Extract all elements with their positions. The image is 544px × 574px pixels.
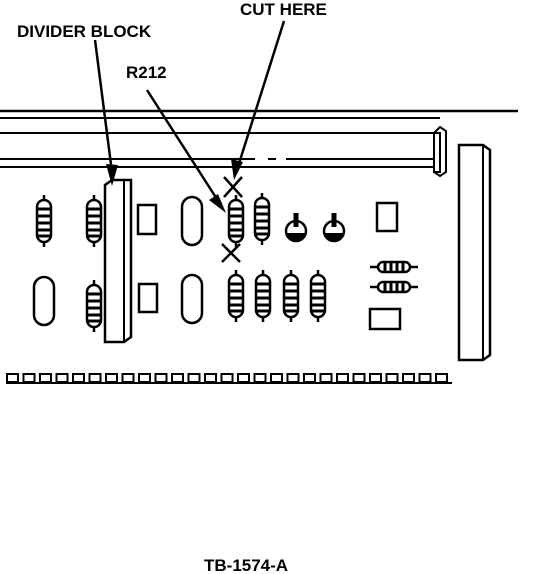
connector-pin [402,373,415,383]
chassis-rails [0,109,518,178]
resistor-horizontal-1 [368,259,420,275]
resistor-bottom-5 [308,268,328,324]
potentiometer-2 [322,211,346,244]
chip-right-bottom [368,307,402,331]
cut-marks [221,176,243,263]
connector-pin [336,373,349,383]
label-divider-block: DIVIDER BLOCK [17,22,152,41]
connector-pin [385,373,399,383]
potentiometer-1 [284,211,308,244]
resistor-bottom-2 [226,268,246,324]
connector-pin [303,373,316,383]
connector-pin [435,373,448,383]
component-row-bottom [32,259,420,334]
connector-pin [138,373,151,383]
connector-pin [369,373,382,383]
resistor-top-2 [84,193,104,249]
connector-pin-strip [6,373,452,384]
connector-pin [72,373,85,383]
figure-id: TB-1574-A [204,556,288,574]
connector-pin [154,373,168,383]
connector-pin [6,373,19,383]
resistor-top-4 [252,191,272,247]
connector-pin [319,373,333,383]
connector-pin [88,373,102,383]
connector-pin [171,373,184,383]
resistor-bottom-4 [281,268,301,324]
capsule-top [180,195,204,247]
connector-pin [187,373,201,383]
connector-pin [22,373,36,383]
connector-pin [105,373,118,383]
resistor-r212 [226,193,246,249]
resistor-bottom-3 [253,268,273,324]
connector-pin [220,373,234,383]
label-cut-here: CUT HERE [240,0,327,19]
leader-lines [93,20,286,213]
capsule-bottom [180,273,204,325]
connector-pin [253,373,267,383]
connector-pin [237,373,250,383]
component-row-top [34,191,399,249]
connector-pin [204,373,217,383]
connector-pin [55,373,69,383]
connector-pin [418,373,432,383]
connector-pin [286,373,300,383]
resistor-top-1 [34,193,54,249]
label-r212: R212 [126,63,167,82]
capsule-bottom-left [32,275,56,327]
right-mounting-bar [457,143,492,362]
chip-top [136,203,158,236]
connector-pin [352,373,366,383]
connector-pin [39,373,52,383]
divider-block [103,178,133,344]
connector-pin [270,373,283,383]
connector-pin [121,373,135,383]
chip-right-top [375,201,399,233]
resistor-bottom-1 [84,278,104,334]
chip-bottom [137,282,159,314]
resistor-horizontal-2 [368,279,420,295]
